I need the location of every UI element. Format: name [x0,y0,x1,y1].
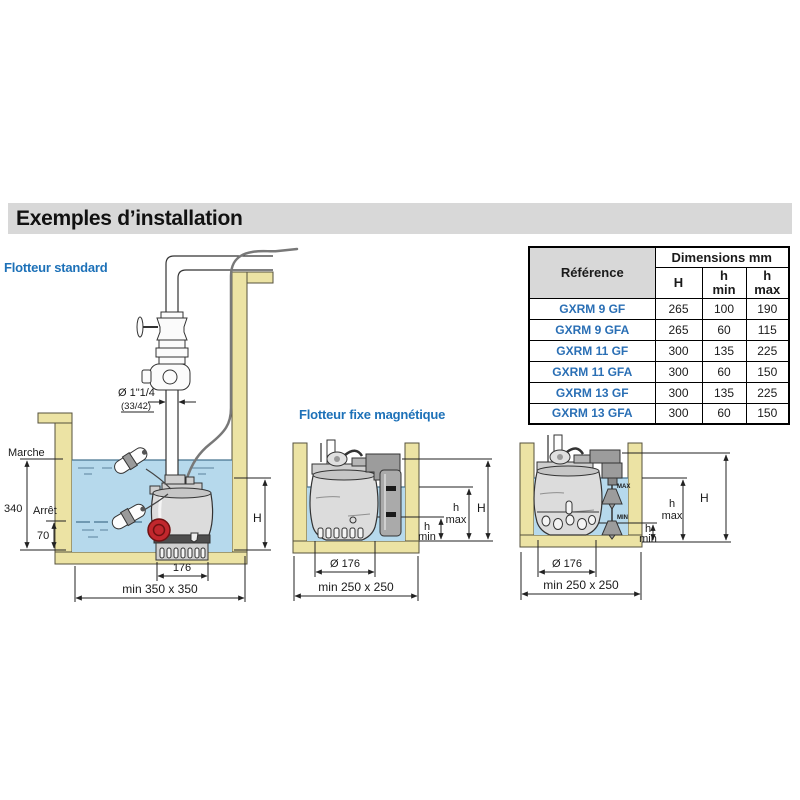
hmin-cell: 135 [701,339,747,362]
pump [147,474,214,561]
label-flotteur-standard: Flotteur standard [4,260,108,275]
section-title-bar: Exemples d’installation [8,203,792,234]
level-dimensions: Marche 340 Arrêt 70 [4,447,66,551]
col-header-dimensions: Dimensions mm [654,246,790,268]
handwheel-icon [136,316,144,338]
hmax-cell: 225 [745,381,790,404]
table-row: GXRM 13 GF 300 135 225 [528,381,790,404]
width-dimension: 176 [156,562,209,581]
hmin-cell: 60 [701,318,747,341]
reference-cell: GXRM 13 GFA [528,402,656,425]
pipe-diameter-dimension: Ø 1"1/4 (33/42) [118,387,196,413]
float-cone-lower [601,520,623,536]
strainer-slots [159,547,206,559]
hmax-label-1: h [669,498,675,510]
h-cell: 300 [654,381,703,404]
height-dimension: H [234,477,271,551]
reference-cell: GXRM 13 GF [528,381,656,404]
col-header-h: H [654,266,703,299]
strainer-slots [317,527,364,539]
table-row: GXRM 9 GFA 265 60 115 [528,318,790,341]
float-ball-red [147,518,171,542]
hmin-cell: 60 [701,402,747,425]
valve-assembly [136,311,191,391]
diagram-flotteur-reglable: MAX MIN H h max h min Ø 176 min 250 x 25… [519,434,731,600]
h-label: H [700,491,709,505]
pump-width-value: 176 [173,562,191,574]
hmin-label-2: min [639,533,657,545]
dimensions: H h max h min Ø 176 min 250 x 250 [293,458,493,601]
pit-size-value: min 250 x 250 [318,580,394,594]
table-row: GXRM 9 GF 265 100 190 [528,297,790,320]
label-flotteur-magnetique: Flotteur fixe magnétique [299,407,446,422]
reference-cell: GXRM 11 GFA [528,360,656,383]
hmin-cell: 135 [701,381,747,404]
h-cell: 265 [654,318,703,341]
col-header-hmax: h max [745,266,790,299]
strainer-holes [541,500,596,530]
dimensions: H h max h min Ø 176 min 250 x 250 [520,452,731,600]
h-label: H [477,501,486,515]
magnetic-float-tube [365,453,402,537]
h-cell: 300 [654,360,703,383]
hmax-cell: 115 [745,318,790,341]
diagram-flotteur-standard: Ø 1"1/4 (33/42) [4,247,299,602]
max-mark-label: MAX [617,484,630,490]
hmin-label-2: min [418,531,436,543]
hmin-label-1: h [424,521,430,533]
diagram-flotteur-magnetique: H h max h min Ø 176 min 250 x 250 [292,439,493,601]
sensor-mark [386,486,396,491]
h-cell: 265 [654,297,703,320]
hyst-value: 70 [37,530,49,542]
adjustable-float-assembly: MAX MIN [589,449,630,540]
pump-diameter-value: Ø 176 [552,558,582,570]
h-cell: 300 [654,339,703,362]
float-switch-upper [114,447,172,490]
col-header-hmin: h min [701,266,747,299]
pit-size-value: min 250 x 250 [543,578,619,592]
pump-diameter-value: Ø 176 [330,558,360,570]
float-cone-upper [601,488,623,505]
marche-label: Marche [8,447,45,459]
hmax-cell: 150 [745,360,790,383]
reference-cell: GXRM 11 GF [528,339,656,362]
reference-cell: GXRM 9 GFA [528,318,656,341]
hmax-cell: 190 [745,297,790,320]
pump [533,434,603,536]
h-label: H [253,511,262,525]
table-row: GXRM 11 GF 300 135 225 [528,339,790,362]
cable [184,247,299,483]
hmax-label-2: max [446,514,467,526]
hmin-cell: 100 [701,297,747,320]
hmax-cell: 150 [745,402,790,425]
hmax-label-1: h [453,502,459,514]
hmax-cell: 225 [745,339,790,362]
hmin-label-1: h [645,523,651,535]
pit-walls [292,442,420,554]
depth-value: 340 [4,503,22,515]
arret-label: Arrêt [33,505,57,517]
reference-cell: GXRM 9 GF [528,297,656,320]
pipe-thread-label: (33/42) [121,401,151,412]
float-switch-lower [111,493,169,530]
col-header-reference: Référence [528,246,656,299]
table-row: GXRM 13 GFA 300 60 150 [528,402,790,425]
min-mark-label: MIN [617,515,628,521]
page-title: Exemples d’installation [16,207,243,230]
sensor-mark [386,512,396,517]
pit-size-value: min 350 x 350 [122,582,198,596]
hmax-label-2: max [662,510,683,522]
h-cell: 300 [654,402,703,425]
hmin-cell: 60 [701,360,747,383]
pipe-diameter-label: Ø 1"1/4 [118,387,155,399]
pit-size-dimension: min 350 x 350 [74,556,246,602]
table-row: GXRM 11 GFA 300 60 150 [528,360,790,383]
dimensions-table: Référence Dimensions mm H h min h max GX… [528,246,791,425]
